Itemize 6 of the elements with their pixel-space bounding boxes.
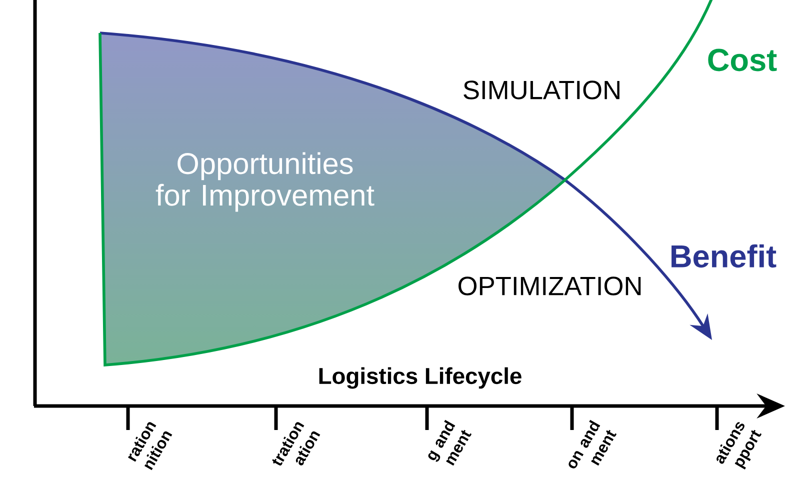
curve-label: Benefit [672,244,776,268]
region-label: OPTIMIZATION [458,276,641,296]
region-label: SIMULATION [464,80,620,100]
opportunity-region: Opportunities for Improvement [156,152,374,212]
curve-label: Cost [708,48,777,72]
axis-title: Logistics Lifecycle [319,367,522,389]
